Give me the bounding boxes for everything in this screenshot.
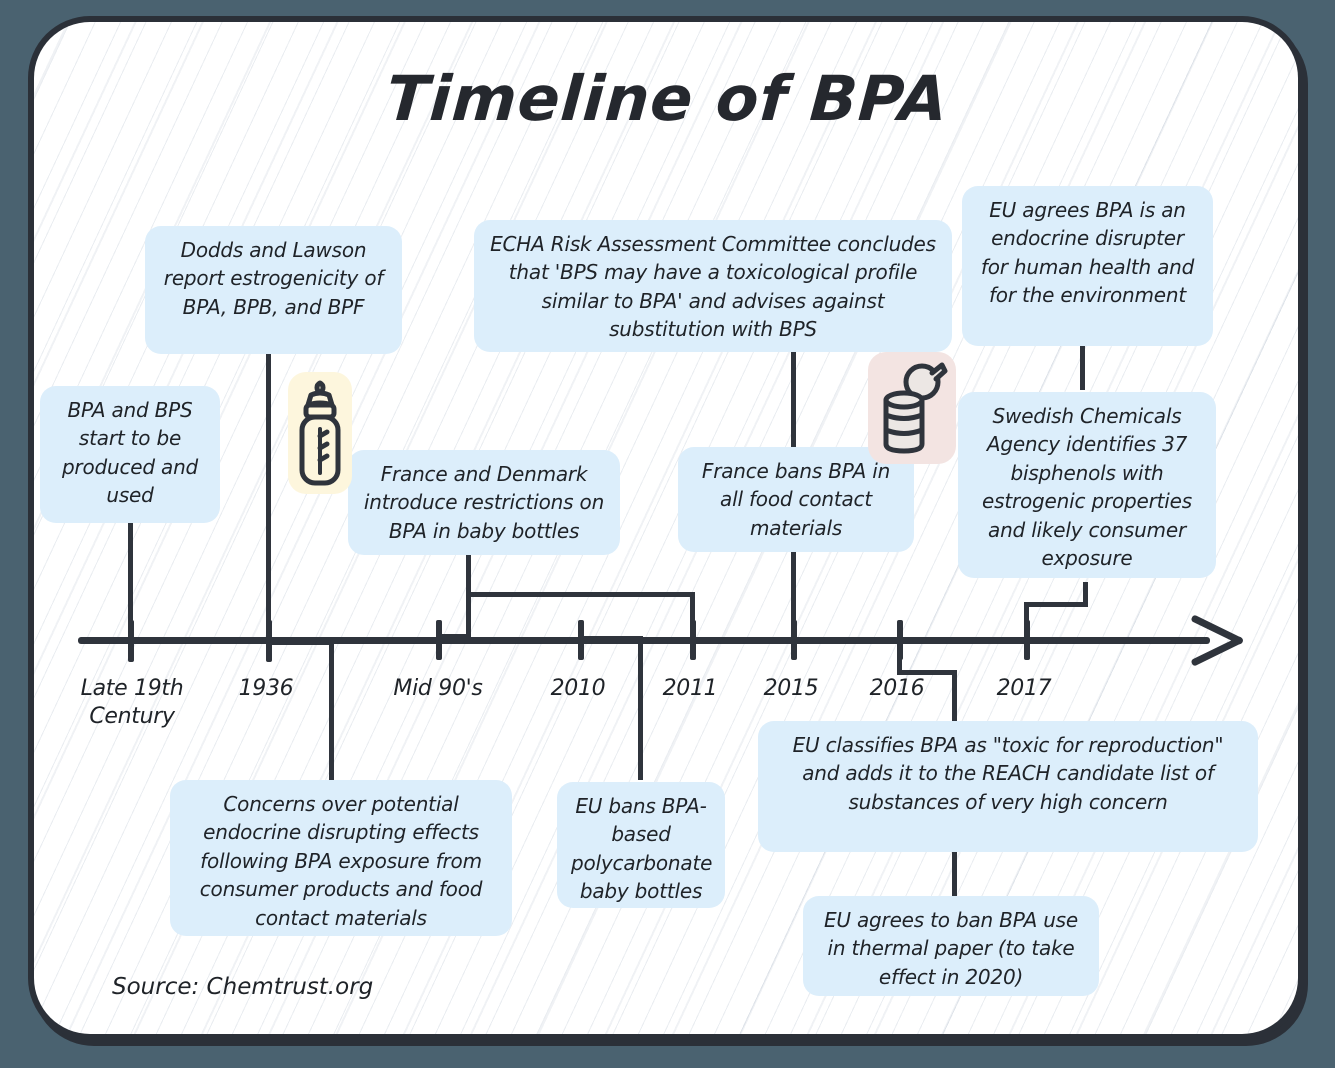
source-credit: Source: Chemtrust.org (112, 974, 374, 1000)
connector-2011-vert (690, 592, 695, 642)
callout-eu-bans-polycarbonate-bottles[interactable]: EU bans BPA-based polycarbonate baby bot… (557, 782, 725, 908)
page-title: Timeline of BPA (384, 62, 951, 135)
date-label-line1: Late 19th (80, 676, 184, 701)
date-label-line1: 1936 (238, 676, 294, 701)
connector-2010-vert (638, 640, 643, 780)
date-label-line1: 2016 (869, 676, 925, 701)
connector-2016-vert2 (952, 670, 957, 730)
date-label-line1: 2011 (662, 676, 718, 701)
date-label-line1: 2017 (996, 676, 1052, 701)
date-label-line1: Mid 90's (393, 676, 483, 701)
connector-mid90s-elbow (436, 634, 471, 639)
tick-late19th (128, 620, 134, 662)
connector-late19th (128, 521, 133, 639)
callout-concerns-endocrine[interactable]: Concerns over potential endocrine disrup… (170, 780, 512, 936)
date-label-2016: 2016 (847, 675, 947, 703)
connector-1936 (266, 352, 271, 640)
date-label-2010: 2010 (528, 675, 628, 703)
callout-eu-thermal-paper-ban[interactable]: EU agrees to ban BPA use in thermal pape… (803, 896, 1099, 996)
date-label-line2: Century (89, 703, 175, 729)
date-label-1936: 1936 (216, 675, 316, 703)
tick-2015 (791, 620, 797, 660)
date-label-2011: 2011 (640, 675, 740, 703)
date-label-late19th: Late 19th Century (62, 675, 202, 730)
food-can-glyph (883, 362, 948, 454)
timeline-axis (78, 637, 1210, 644)
connector-2016-horiz (897, 670, 957, 675)
date-label-line1: 2010 (550, 676, 606, 701)
baby-bottle-glyph (299, 380, 341, 486)
connector-2011-horiz (466, 592, 695, 597)
tick-2016 (897, 620, 903, 660)
baby-bottle-icon (288, 372, 352, 494)
callout-echa-risk-assessment[interactable]: ECHA Risk Assessment Committee concludes… (474, 220, 952, 352)
connector-classifies-to-thermal (952, 852, 957, 897)
callout-eu-endocrine-disrupter[interactable]: EU agrees BPA is an endocrine disrupter … (962, 186, 1213, 346)
connector-1936-down-vert (329, 640, 334, 790)
date-label-mid90s: Mid 90's (378, 675, 498, 703)
callout-bpa-bps-produced[interactable]: BPA and BPS start to be produced and use… (40, 386, 220, 523)
callout-dodds-lawson[interactable]: Dodds and Lawson report estrogenicity of… (145, 226, 402, 354)
tick-1936 (266, 620, 272, 662)
callout-france-denmark-restrictions[interactable]: France and Denmark introduce restriction… (348, 450, 620, 555)
callout-france-bans-food-contact[interactable]: France bans BPA in all food contact mate… (678, 447, 914, 552)
date-label-line1: 2015 (763, 676, 819, 701)
tick-mid90s (436, 620, 442, 660)
connector-mid90s-vert (466, 553, 471, 641)
connector-2017-horiz (1024, 602, 1088, 607)
tick-2017 (1024, 620, 1030, 660)
date-label-2015: 2015 (741, 675, 841, 703)
callout-eu-classifies-reach[interactable]: EU classifies BPA as "toxic for reproduc… (758, 721, 1258, 852)
tick-2011 (690, 620, 696, 660)
callout-swedish-chemicals-agency[interactable]: Swedish Chemicals Agency identifies 37 b… (958, 392, 1216, 578)
food-can-icon (868, 352, 956, 464)
date-label-2017: 2017 (974, 675, 1074, 703)
tick-2010 (578, 620, 584, 660)
connector-2017-vert2 (1083, 582, 1088, 607)
connector-eu-endocrine-to-swedish (1080, 345, 1085, 390)
